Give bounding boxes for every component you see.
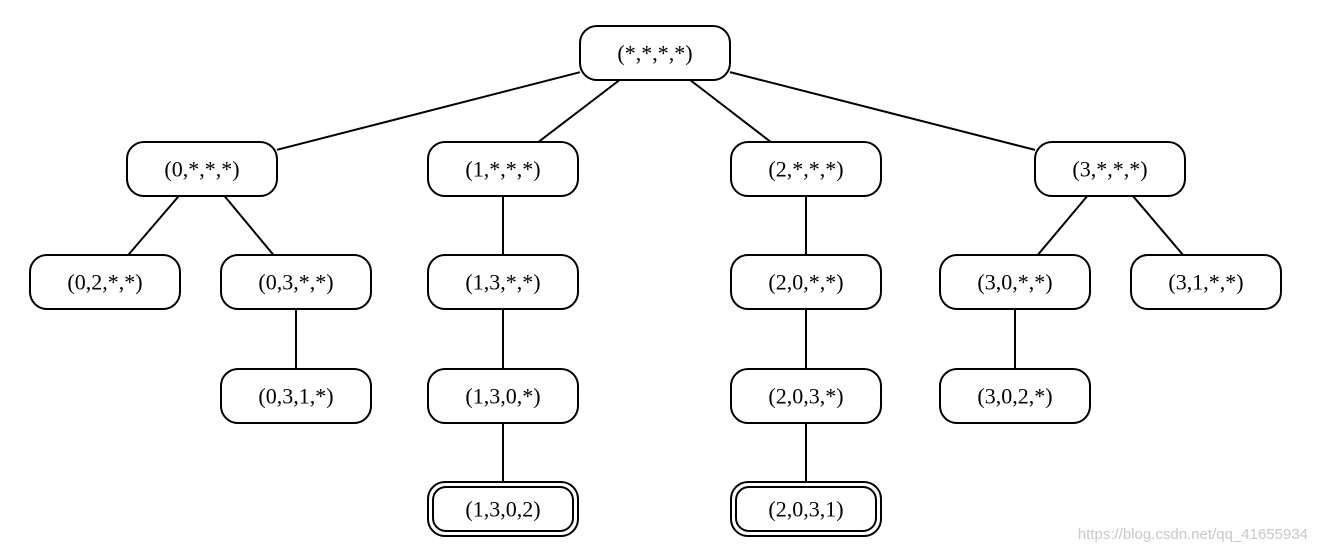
tree-node-n203: (2,0,3,*) <box>730 368 882 424</box>
node-label: (0,3,1,*) <box>258 384 333 409</box>
node-label: (3,1,*,*) <box>1168 270 1243 295</box>
node-box <box>730 141 882 197</box>
tree-node-n02: (0,2,*,*) <box>29 254 181 310</box>
tree-node-n130: (1,3,0,*) <box>427 368 579 424</box>
node-label: (1,3,0,2) <box>465 497 540 522</box>
node-box <box>1034 141 1186 197</box>
node-label: (3,0,2,*) <box>977 384 1052 409</box>
tree-node-n1302: (1,3,0,2) <box>427 481 579 537</box>
tree-node-n3: (3,*,*,*) <box>1034 141 1186 197</box>
node-label: (2,0,3,1) <box>768 497 843 522</box>
edge-root-n2 <box>689 79 772 143</box>
node-label: (1,3,0,*) <box>465 384 540 409</box>
node-box <box>579 25 731 81</box>
tree-nodes: (*,*,*,*) (0,*,*,*) (1,*,*,*) (2,*,*,*) (3,*… <box>29 25 1282 537</box>
node-box <box>730 254 882 310</box>
node-box <box>29 254 181 310</box>
tree-node-n0: (0,*,*,*) <box>126 141 278 197</box>
node-label: (1,*,*,*) <box>465 157 540 182</box>
solution-inner-border <box>432 486 574 532</box>
tree-node-root: (*,*,*,*) <box>579 25 731 81</box>
node-box <box>427 254 579 310</box>
tree-node-n20: (2,0,*,*) <box>730 254 882 310</box>
node-box <box>126 141 278 197</box>
node-box <box>427 368 579 424</box>
node-label: (3,0,*,*) <box>977 270 1052 295</box>
edge-n0-n03 <box>223 195 275 256</box>
node-label: (2,0,*,*) <box>768 270 843 295</box>
edge-root-n3 <box>729 71 1036 151</box>
edge-root-n1 <box>537 79 621 143</box>
tree-node-n31: (3,1,*,*) <box>1130 254 1282 310</box>
node-box <box>730 368 882 424</box>
node-label: (2,*,*,*) <box>768 157 843 182</box>
tree-node-n302: (3,0,2,*) <box>939 368 1091 424</box>
tree-node-n1: (1,*,*,*) <box>427 141 579 197</box>
node-box <box>939 254 1091 310</box>
edge-root-n0 <box>276 71 581 151</box>
node-label: (3,*,*,*) <box>1072 157 1147 182</box>
node-box <box>220 254 372 310</box>
tree-node-n2: (2,*,*,*) <box>730 141 882 197</box>
node-box <box>939 368 1091 424</box>
node-box <box>427 481 579 537</box>
edge-n0-n02 <box>127 195 180 256</box>
solution-inner-border <box>735 486 877 532</box>
node-label: (0,*,*,*) <box>164 157 239 182</box>
tree-edges <box>127 71 1184 482</box>
edge-n3-n30 <box>1036 195 1089 256</box>
node-box <box>1130 254 1282 310</box>
node-label: (*,*,*,*) <box>617 41 692 66</box>
node-label: (1,3,*,*) <box>465 270 540 295</box>
node-box <box>427 141 579 197</box>
watermark-text: https://blog.csdn.net/qq_41655934 <box>1077 526 1308 543</box>
tree-node-n13: (1,3,*,*) <box>427 254 579 310</box>
tree-node-n2031: (2,0,3,1) <box>730 481 882 537</box>
node-box <box>220 368 372 424</box>
edge-n3-n31 <box>1132 195 1184 256</box>
tree-node-n30: (3,0,*,*) <box>939 254 1091 310</box>
node-label: (0,2,*,*) <box>67 270 142 295</box>
tree-node-n031: (0,3,1,*) <box>220 368 372 424</box>
node-label: (0,3,*,*) <box>258 270 333 295</box>
node-label: (2,0,3,*) <box>768 384 843 409</box>
tree-node-n03: (0,3,*,*) <box>220 254 372 310</box>
node-box <box>730 481 882 537</box>
